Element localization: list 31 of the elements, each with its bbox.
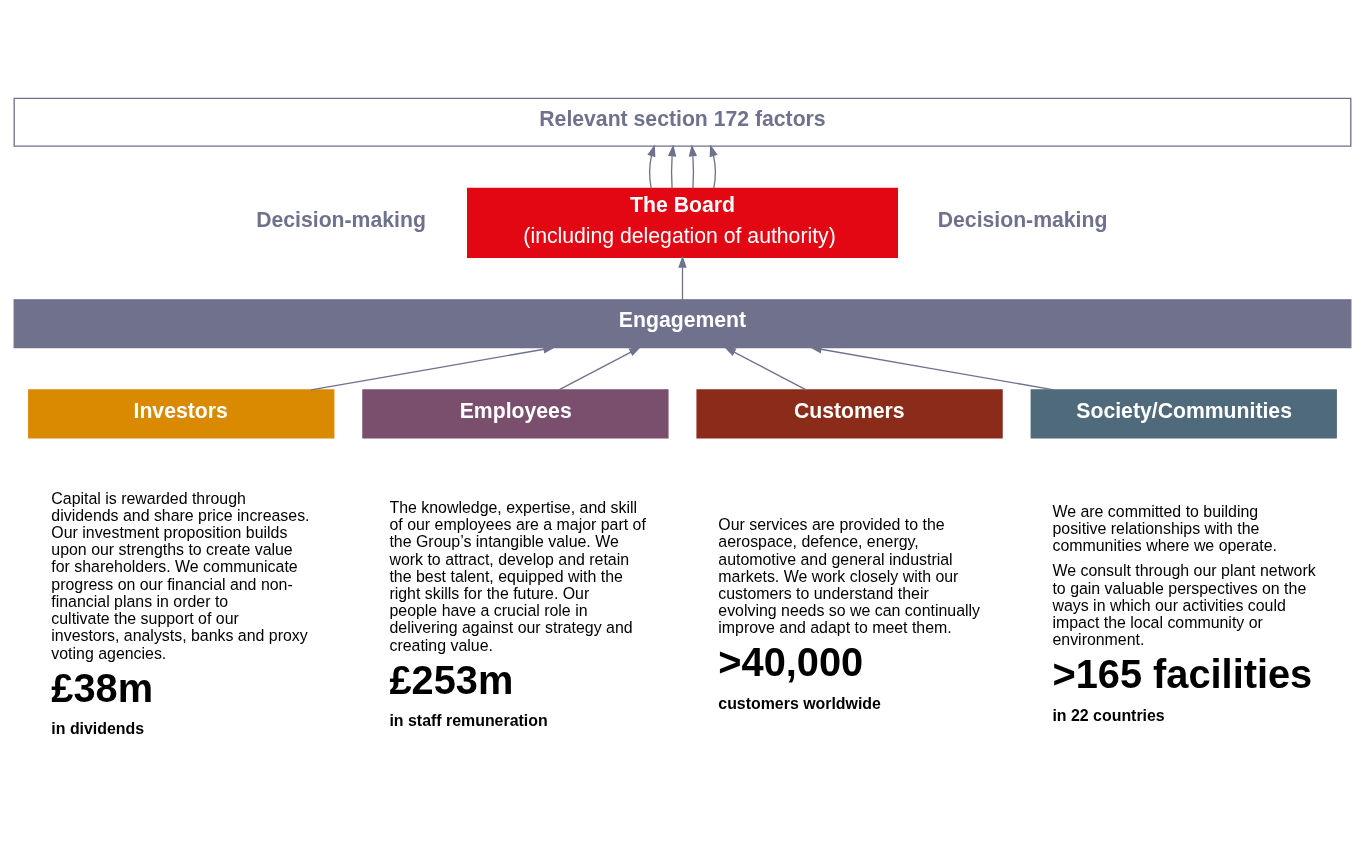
arrow	[809, 345, 1055, 391]
node-label: customers worldwide	[718, 695, 881, 713]
node-label: in dividends	[51, 720, 145, 738]
arrow	[310, 345, 556, 391]
node-label: Capital is rewarded through dividends and share price increases. Our investment proposition builds upon our strengths to create value for shareholders. We communicate progress on our financial and non-financial plans in order to cultivate the support of our investors, analysts, banks and proxy voting agencies.	[51, 489, 310, 662]
arrow	[709, 144, 718, 190]
arrow	[678, 255, 687, 301]
node-box: Investors	[28, 389, 335, 439]
node-box: Customers	[696, 389, 1003, 439]
node-label: £253m	[389, 657, 514, 702]
label: Decision-making	[256, 207, 426, 231]
node-label: We are committed to building positive relationships with the communities where we operate.	[1052, 502, 1278, 555]
label: Decision-making	[937, 207, 1108, 231]
arrow	[647, 144, 656, 190]
node-box: Society/Communities	[1030, 389, 1337, 439]
node-box: The Board (including delegation of authority)	[467, 187, 898, 259]
node-box: Employees	[362, 389, 669, 439]
arrow	[688, 144, 698, 190]
node-box: Engagement	[13, 299, 1352, 349]
node-label: We consult through our plant network to gain valuable perspectives on the ways in which our activities could impact the local community or environment.	[1052, 562, 1316, 649]
node-label: >165 facilities	[1052, 652, 1313, 697]
node-label: Our services are provided to the aerospace, defence, energy, automotive and general industrial markets. We work closely with our customers to understand their evolving needs so we can continually improve and adapt to meet them.	[718, 516, 981, 637]
node-label: £38m	[51, 665, 154, 710]
arrow	[723, 346, 807, 391]
node-label: in staff remuneration	[389, 712, 548, 730]
node-box: Relevant section 172 factors	[13, 97, 1352, 147]
arrow	[667, 144, 677, 190]
node-label: The knowledge, expertise, and skill of our employees are a major part of the Group’s intangible value. We work to attract, develop and retain the best talent, equipped with the right skills for the future. Our people have a crucial role in delivering against our strategy and creating value.	[389, 498, 646, 654]
node-label: in 22 countries	[1052, 706, 1165, 724]
node-label: >40,000	[718, 640, 864, 685]
arrow	[558, 346, 642, 391]
